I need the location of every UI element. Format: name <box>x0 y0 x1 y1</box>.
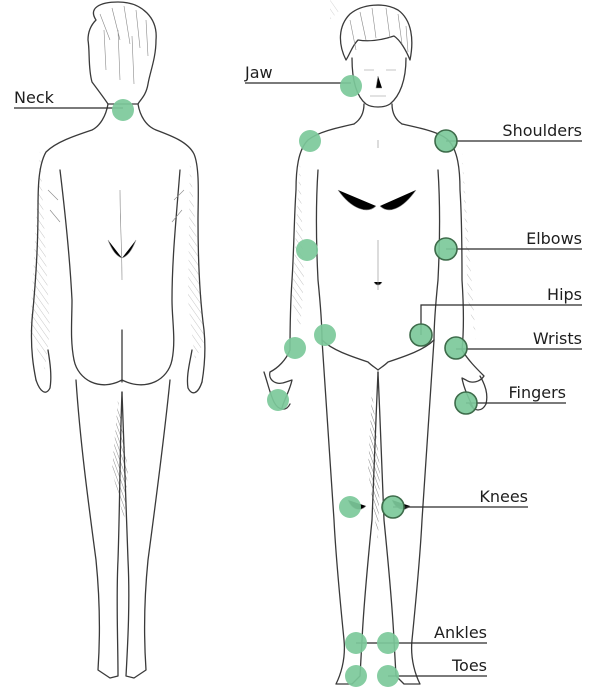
spot-toes-right <box>345 665 367 687</box>
label-jaw: Jaw <box>244 63 273 82</box>
spot-wrist-right <box>284 337 306 359</box>
spot-shoulder-left <box>435 130 457 152</box>
spot-jaw <box>340 75 362 97</box>
spot-elbow-right <box>296 239 318 261</box>
label-toes: Toes <box>451 656 487 675</box>
spot-ankle-right <box>345 632 367 654</box>
label-elbows: Elbows <box>526 229 582 248</box>
label-ankles: Ankles <box>434 623 487 642</box>
spot-elbow-left <box>435 238 457 260</box>
joint-labels: Neck Jaw Shoulders Elbows Hips Wrists Fi… <box>14 63 582 675</box>
label-fingers: Fingers <box>508 383 566 402</box>
spot-knee-right <box>339 496 361 518</box>
spot-wrist-left <box>445 337 467 359</box>
label-knees: Knees <box>479 487 528 506</box>
label-shoulders: Shoulders <box>502 121 582 140</box>
spot-shoulder-right <box>299 130 321 152</box>
spot-fingers-left <box>455 392 477 414</box>
leader-lines <box>14 83 582 676</box>
spot-neck-back <box>112 99 134 121</box>
label-wrists: Wrists <box>533 329 582 348</box>
spot-fingers-right <box>267 389 289 411</box>
spot-ankle-left <box>377 632 399 654</box>
spot-knee-left <box>382 496 404 518</box>
joint-spots <box>112 75 477 687</box>
spot-hip-left <box>410 324 432 346</box>
spot-hip-right <box>314 324 336 346</box>
label-neck: Neck <box>14 88 55 107</box>
spot-toes-left <box>377 665 399 687</box>
label-hips: Hips <box>547 285 582 304</box>
